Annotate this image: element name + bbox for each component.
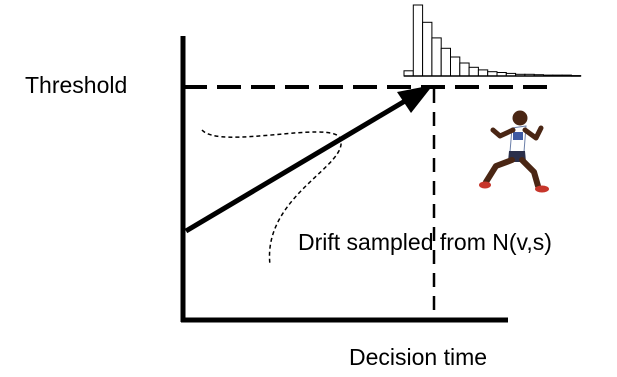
drift-label: Drift sampled from N(v,s): [298, 229, 552, 255]
drift-arrowhead: [397, 85, 433, 113]
histogram-bar: [403, 70, 414, 77]
histogram-bar: [450, 56, 461, 77]
histogram-bar: [468, 66, 479, 77]
threshold-label: Threshold: [25, 72, 128, 98]
histogram-bar: [477, 69, 489, 77]
histogram-bar: [412, 4, 424, 77]
histogram-bar: [422, 21, 433, 77]
histogram-bar: [440, 47, 452, 77]
runner-icon: [479, 110, 549, 193]
drift-distribution-curve: [201, 129, 342, 266]
drift-arrow: [184, 98, 407, 234]
decision-time-histogram: [403, 4, 582, 77]
decision-time-label: Decision time: [349, 344, 488, 370]
histogram-bar: [459, 62, 470, 77]
histogram-bar: [431, 37, 442, 77]
